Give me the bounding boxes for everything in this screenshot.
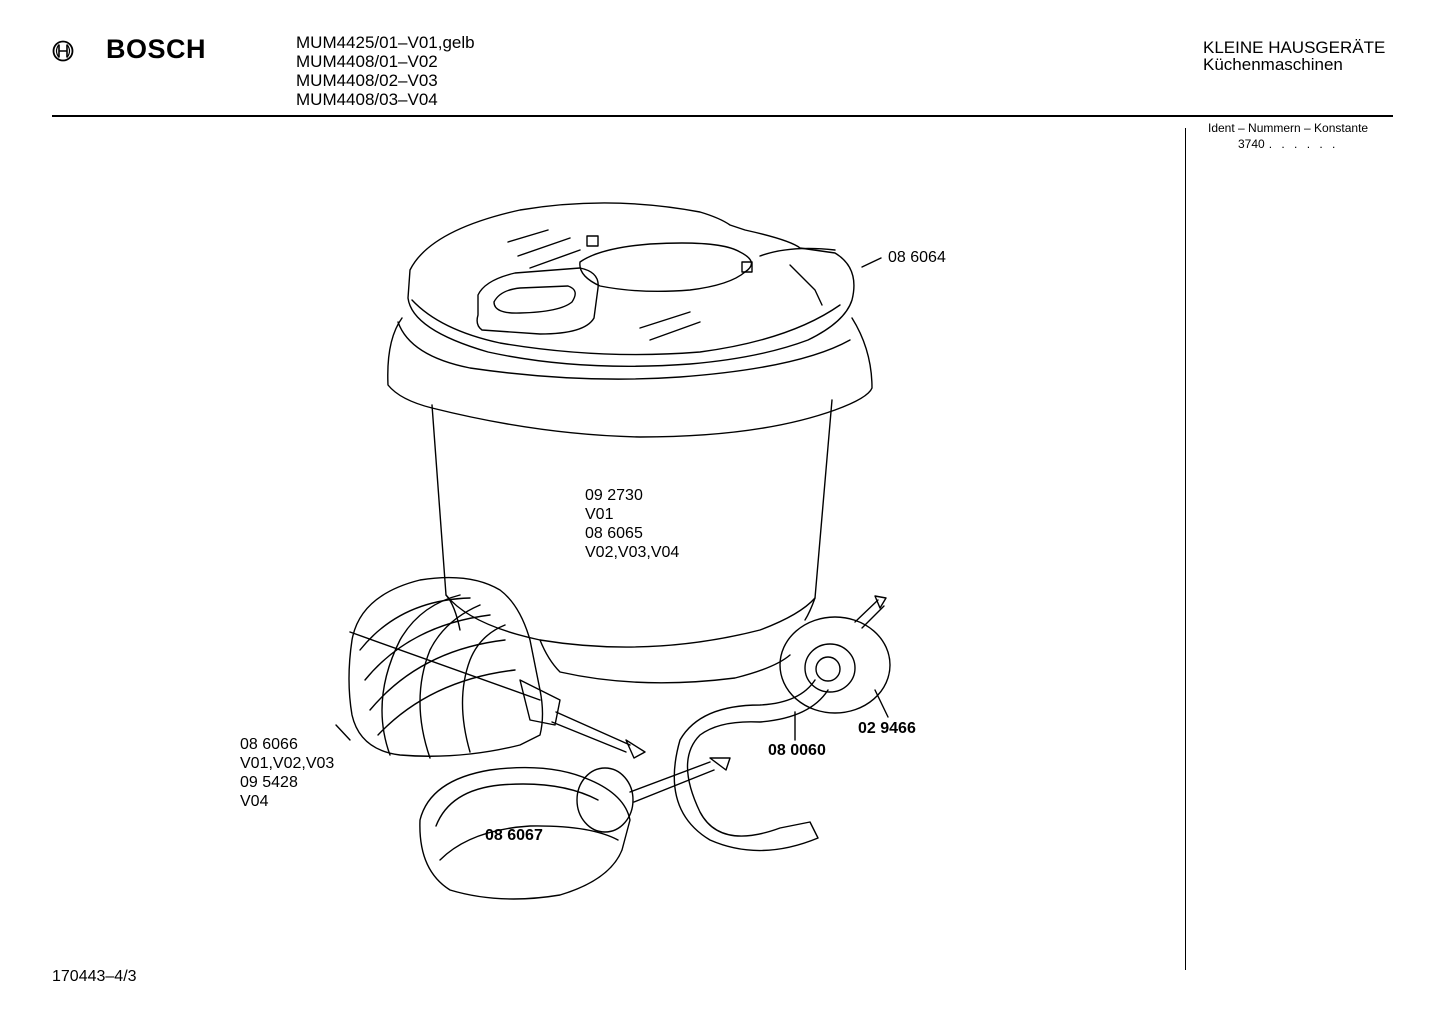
bosch-armature-icon [52, 40, 74, 62]
drawing-number: 170443–4/3 [52, 968, 137, 985]
part-label-whisk: 08 6066 V01,V02,V03 09 5428 V04 [240, 736, 335, 810]
bowl-illustration [387, 317, 873, 684]
part-label-drive-shaft: 08 0060 [768, 742, 826, 759]
part-label-disc: 02 9466 [858, 720, 916, 737]
brand-name: BOSCH [106, 34, 207, 64]
header-divider [52, 115, 1393, 117]
part-label-lid: 08 6064 [888, 249, 946, 266]
ident-title: Ident – Nummern – Konstante [1208, 121, 1369, 135]
model-item: MUM4408/03–V04 [296, 90, 438, 109]
whisk-illustration [335, 576, 646, 759]
ident-value: 3740 [1238, 137, 1265, 151]
disc-illustration [779, 595, 891, 718]
model-item: MUM4408/02–V03 [296, 71, 438, 90]
kneading-hook-illustration [419, 757, 731, 900]
model-item: MUM4408/01–V02 [296, 52, 438, 71]
side-divider [1185, 128, 1186, 970]
part-label-kneading-hook: 08 6067 [485, 827, 543, 844]
lid-illustration [407, 202, 855, 367]
model-item: MUM4425/01–V01,gelb [296, 33, 475, 52]
category-title: KLEINE HAUSGERÄTE [1203, 38, 1386, 57]
ident-value-row: 3740. . . . . . [1238, 137, 1338, 151]
category-subtitle: Küchenmaschinen [1203, 55, 1343, 74]
ident-dots: . . . . . . [1268, 137, 1339, 151]
model-list: MUM4425/01–V01,gelb MUM4408/01–V02 MUM44… [296, 33, 475, 109]
lid-leader-line [861, 257, 882, 268]
category-block: KLEINE HAUSGERÄTE Küchenmaschinen [1203, 39, 1385, 73]
part-label-bowl: 09 2730 V01 08 6065 V02,V03,V04 [585, 487, 680, 561]
drive-shaft-illustration [673, 679, 829, 852]
